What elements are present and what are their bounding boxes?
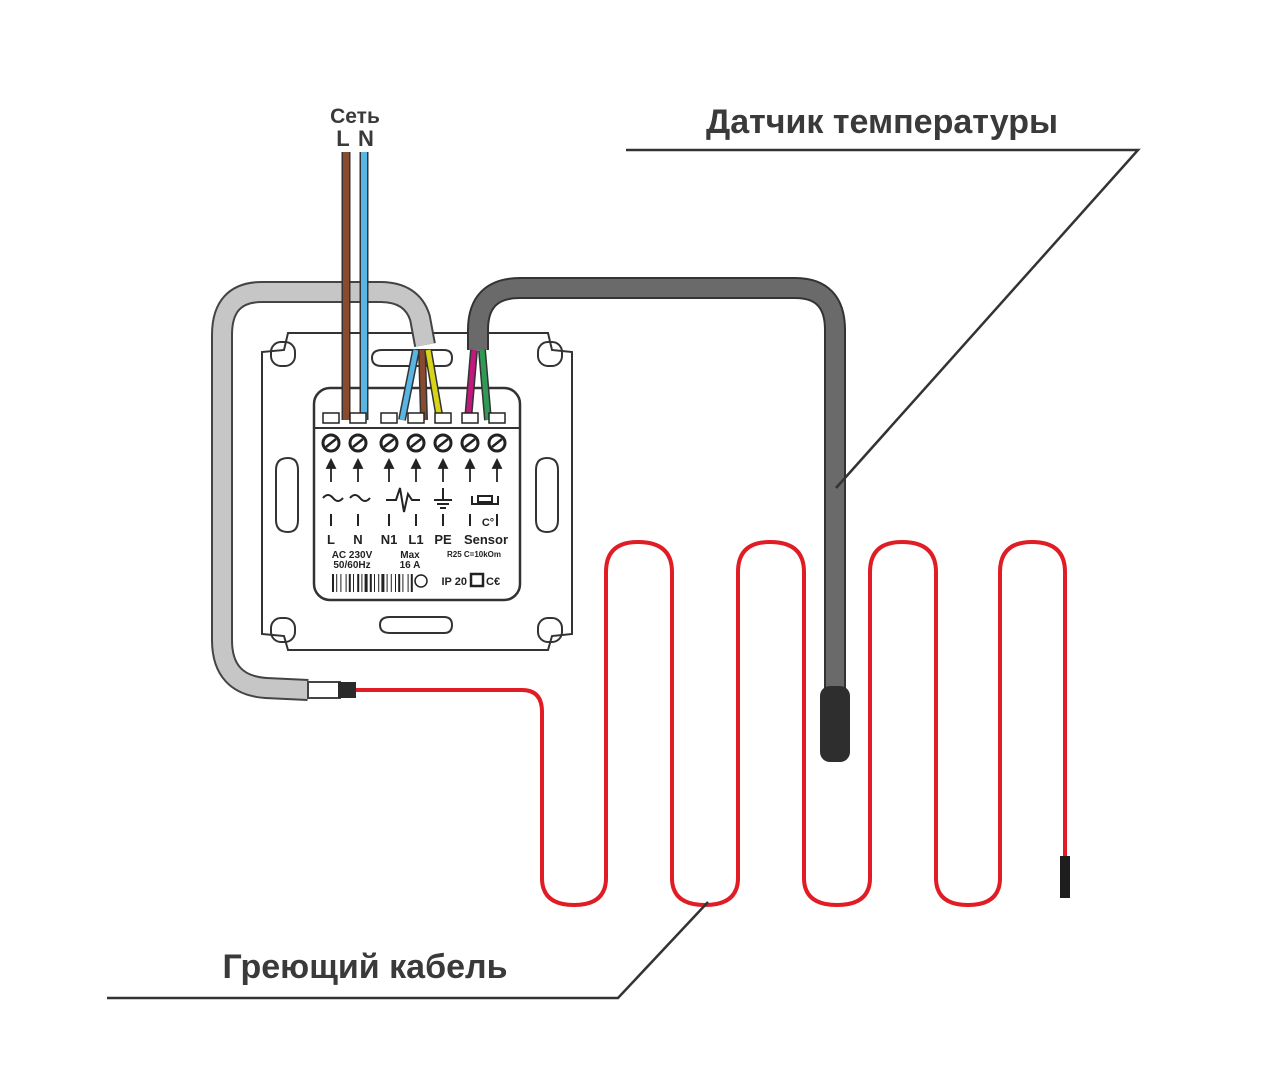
terminal-arrow-icon	[437, 457, 449, 482]
barcode-bar	[336, 574, 338, 592]
barcode-bar	[390, 574, 392, 592]
mains-wires	[341, 152, 369, 420]
terminal-arrow-icon	[383, 457, 395, 482]
heater-symbol	[386, 487, 420, 513]
cable-callout	[107, 901, 709, 1000]
screw-slot	[437, 438, 449, 448]
terminal-clamp	[407, 412, 425, 424]
barcode-bar	[340, 574, 342, 592]
screw-slot	[410, 438, 422, 448]
terminal-screws	[321, 412, 507, 482]
sensor-cable	[464, 277, 850, 762]
callout-lines	[107, 148, 1141, 1000]
terminal-clamp	[461, 412, 479, 424]
barcode-bar	[386, 574, 388, 592]
terminal-label-PE: PE	[434, 532, 452, 547]
screw-slot	[464, 438, 476, 448]
sensor-symbol	[471, 496, 499, 505]
heating-cable	[356, 539, 1070, 908]
terminal-arrow-icon	[410, 457, 422, 482]
mains-L-label: L	[336, 126, 349, 151]
terminal-clamp	[322, 412, 340, 424]
terminal-arrow-icon	[325, 457, 337, 482]
terminal-label-N1: N1	[381, 532, 398, 547]
screw-slot	[352, 438, 364, 448]
barcode-bar	[374, 574, 375, 592]
sensor-callout	[626, 148, 1141, 489]
mains-cable	[211, 281, 436, 701]
sensor-probe	[820, 686, 850, 762]
barcode-bar	[381, 574, 385, 592]
spec-max: Max	[400, 550, 420, 561]
barcode-bar	[407, 574, 409, 592]
terminal-arrow-icon	[491, 457, 503, 482]
screw-slot	[383, 438, 395, 448]
terminal-label-N: N	[353, 532, 362, 547]
terminal-label-sensor: Sensor	[464, 532, 508, 547]
double-insulation-icon	[469, 572, 485, 588]
spec-voltage: AC 230V	[332, 550, 373, 561]
barcode-bar	[378, 574, 380, 592]
barcode-bar	[410, 574, 413, 592]
spec-current: 16 A	[400, 560, 421, 571]
barcode-bar	[402, 574, 404, 592]
terminal-arrow-icon	[464, 457, 476, 482]
cable-end-cap	[1060, 856, 1070, 898]
terminal-label-L: L	[327, 532, 335, 547]
terminal-clamp	[434, 412, 452, 424]
ce-mark: C€	[486, 576, 500, 588]
terminal-clamp	[488, 412, 506, 424]
barcode-bar	[398, 574, 401, 592]
terminal-arrow-icon	[352, 457, 364, 482]
barcode-bar	[353, 574, 354, 592]
screw-slot	[491, 438, 503, 448]
barcode-bar	[345, 574, 347, 592]
barcode-bar	[332, 574, 334, 592]
sensor-unit: C°	[482, 517, 494, 529]
barcode-bar	[369, 574, 372, 592]
terminal-symbols	[322, 487, 499, 526]
barcode-bar	[395, 574, 396, 592]
terminal-clamp	[349, 412, 367, 424]
ip-rating: IP 20	[442, 576, 468, 588]
terminal-labels: L N N1 L1 PE Sensor C° AC 230V 50/60Hz M…	[327, 517, 508, 592]
barcode	[332, 574, 413, 592]
terminal-clamp	[380, 412, 398, 424]
mains-N-label: N	[358, 126, 374, 151]
sensor-spec: R25 C=10kOm	[447, 550, 501, 559]
barcode-bar	[357, 574, 360, 592]
mains-label: Сеть	[330, 105, 380, 128]
screw-slot	[325, 438, 337, 448]
heating-cable-wires	[398, 349, 444, 421]
cable-title: Греющий кабель	[223, 948, 508, 986]
barcode-bar	[348, 574, 351, 592]
barcode-bar	[364, 574, 368, 592]
cert-icon	[414, 574, 428, 588]
terminal-label-L1: L1	[408, 532, 423, 547]
spec-frequency: 50/60Hz	[333, 560, 370, 571]
barcode-bar	[361, 574, 363, 592]
sensor-title: Датчик температуры	[706, 103, 1058, 141]
